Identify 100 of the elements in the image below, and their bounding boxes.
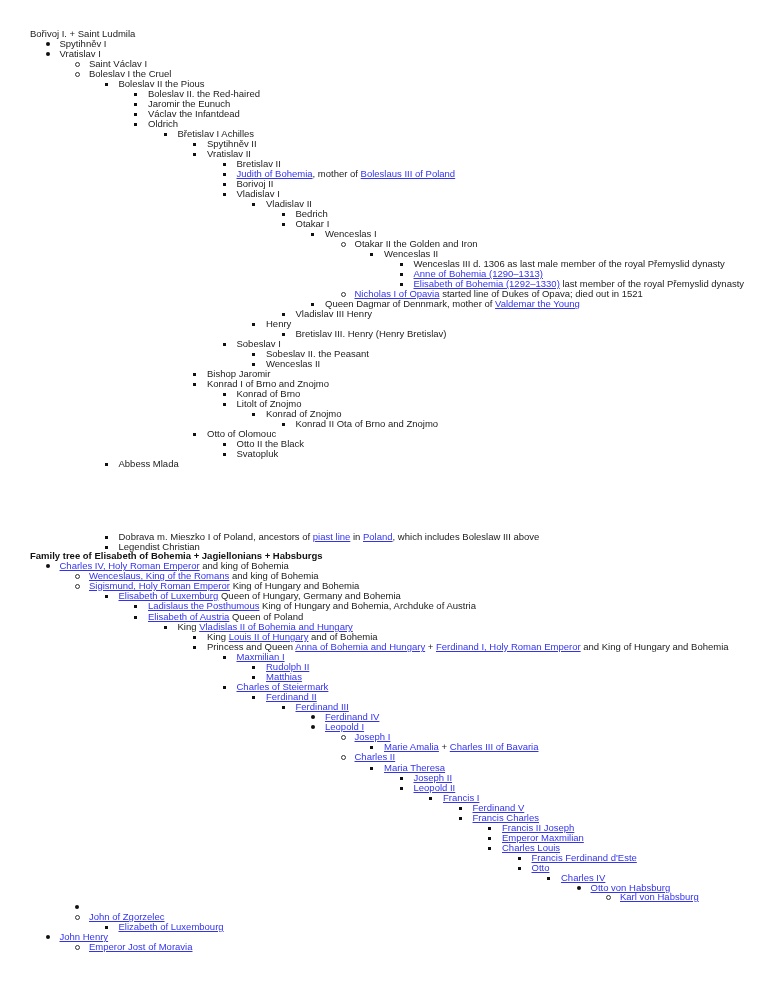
list-item-text: Bořivoj I. + Saint Ludmila	[30, 28, 136, 39]
list-item-text: Otakar II the Golden and Iron	[354, 238, 478, 249]
link: Matthias	[266, 671, 302, 682]
list-item-text: Princess and Queen Anna of Bohemia and Hungary + Ferdinand I, Holy Roman Emperor and King of Hungary and Bohemia	[207, 641, 729, 652]
link: Ladislaus the Posthumous	[148, 600, 260, 611]
link: Louis II of Hungary	[228, 631, 309, 642]
link: Joseph I	[354, 731, 391, 742]
list-item-text: Boleslav II the Pious	[118, 78, 205, 89]
list-item-text: Sobeslav II. the Peasant	[266, 348, 369, 359]
list-item-text: Vratislav I	[59, 48, 101, 59]
list-item-text: Vladislav II	[266, 198, 312, 209]
list-item-text: Jaromir the Eunuch	[148, 98, 231, 109]
link: Otto von Habsburg	[590, 882, 671, 893]
list-item-text: Legendist Christian	[118, 541, 200, 552]
link: piast line	[312, 531, 351, 542]
link: Elisabeth of Luxemburg	[118, 590, 219, 601]
link: Charles Louis	[502, 842, 561, 853]
link: Poland	[363, 531, 393, 542]
link: Joseph II	[413, 772, 453, 783]
link: Valdemar the Young	[495, 298, 580, 309]
link: Ferdinand V	[472, 802, 525, 813]
link: Anne of Bohemia (1290–1313)	[413, 268, 543, 279]
link: Rudolph II	[266, 661, 310, 672]
link: Francis I	[443, 792, 480, 803]
list-item-text: Ladislaus the Posthumous King of Hungary and Bohemia, Archduke of Austria	[148, 600, 476, 611]
list-item-text: Nicholas I of Opavia started line of Dukes of Opava; died out in 1521	[354, 288, 643, 299]
list-item-text: Vladislav III Henry	[295, 308, 373, 319]
list-item-text: Elisabeth of Bohemia (1292–1330) last member of the royal Přemyslid dynasty	[413, 278, 745, 289]
link: Charles of Steiermark	[236, 681, 329, 692]
list-item-text: Henry	[266, 318, 292, 329]
list-item-text: Judith of Bohemia, mother of Boleslaus III of Poland	[236, 168, 456, 179]
link: Boleslaus III of Poland	[360, 168, 456, 179]
link: Vladislas II of Bohemia and Hungary	[199, 621, 353, 632]
list-item-text: King Vladislas II of Bohemia and Hungary	[177, 621, 353, 632]
list-item-text: Břetislav I Achilles	[177, 128, 255, 139]
list-item-text: Vladislav I	[236, 188, 280, 199]
link: Otto	[531, 862, 550, 873]
list-item-text: Wenceslas II	[384, 248, 439, 259]
link: John Henry	[59, 931, 109, 942]
list-item-text: Dobrava m. Mieszko I of Poland, ancestors of piast line in Poland, which includes Boleslaw III above	[118, 531, 540, 542]
link: Nicholas I of Opavia	[354, 288, 440, 299]
link: Francis Charles	[472, 812, 540, 823]
link: Charles III of Bavaria	[449, 741, 539, 752]
link: Ferdinand I, Holy Roman Emperor	[436, 641, 581, 652]
list-item-text: Vratislav II	[207, 148, 251, 159]
list-item-text: Boleslav I the Cruel	[89, 68, 172, 79]
list-item-text: Queen Dagmar of Dennmark, mother of Valdemar the Young	[325, 298, 580, 309]
list-item-text: Konrad of Brno	[236, 388, 301, 399]
link: Maxmilian I	[236, 651, 285, 662]
list-item-text: Bretislav III. Henry (Henry Bretislav)	[295, 328, 447, 339]
list-item-text: Spytihněv II	[207, 138, 257, 149]
list-item-text: Otto of Olomouc	[207, 428, 277, 439]
link: John of Zgorzelec	[89, 911, 165, 922]
link: Judith of Bohemia	[236, 168, 313, 179]
list-item-text: Konrad of Znojmo	[266, 408, 342, 419]
list-item-text: Spytihněv I	[59, 38, 107, 49]
list-item-text: Wenceslaus, King of the Romans and king of Bohemia	[89, 570, 319, 581]
list-item-text: Otakar I	[295, 218, 330, 229]
list-item-text: Otto II the Black	[236, 438, 305, 449]
link: Emperor Maxmilian	[502, 832, 584, 843]
link: Ferdinand IV	[325, 711, 380, 722]
link: Elisabeth of Bohemia (1292–1330)	[413, 278, 560, 289]
list-item-text: Oldrich	[148, 118, 179, 129]
list-item-text: Konrad II Ota of Brno and Znojmo	[295, 418, 439, 429]
link: Francis II Joseph	[502, 822, 575, 833]
link: Ferdinand II	[266, 691, 317, 702]
list-item-text: Saint Václav I	[89, 58, 148, 69]
link: Sigismund, Holy Roman Emperor	[89, 580, 230, 591]
list-item-text: King Louis II of Hungary and of Bohemia	[207, 631, 378, 642]
list-item-text: Marie Amalia + Charles III of Bavaria	[384, 741, 539, 752]
link: Wenceslaus, King of the Romans	[89, 570, 230, 581]
link: Charles II	[354, 751, 396, 762]
list-item-text: Elisabeth of Luxemburg Queen of Hungary, Germany and Bohemia	[118, 590, 401, 601]
list-item-text: Václav the Infantdead	[148, 108, 240, 119]
list-item-text: Wenceslas II	[266, 358, 321, 369]
link: Elisabeth of Austria	[148, 611, 230, 622]
link: Marie Amalia	[384, 741, 439, 752]
list-item-text: Abbess Mlada	[118, 458, 179, 469]
link: Francis Ferdinand d'Este	[531, 852, 637, 863]
list-item-text: Litolt of Znojmo	[236, 398, 302, 409]
list-item-text: Elisabeth of Austria Queen of Poland	[148, 611, 304, 622]
link: Maria Theresa	[384, 762, 446, 773]
list-item-text: Sigismund, Holy Roman Emperor King of Hungary and Bohemia	[89, 580, 360, 591]
list-item-text: Wenceslas III d. 1306 as last male member of the royal Přemyslid dynasty	[413, 258, 725, 269]
list-item-text: Bedrich	[295, 208, 328, 219]
link: Ferdinand III	[295, 701, 349, 712]
link: Charles IV	[561, 872, 606, 883]
list-item-text: Charles IV, Holy Roman Emperor and king of Bohemia	[59, 560, 289, 571]
list-item-text: Konrad I of Brno and Znojmo	[207, 378, 329, 389]
link: Leopold II	[413, 782, 456, 793]
list-item-text: Borivoj II	[236, 178, 274, 189]
link: Leopold I	[325, 721, 365, 732]
link: Anna of Bohemia and Hungary	[295, 641, 426, 652]
link: Charles IV, Holy Roman Emperor	[59, 560, 200, 571]
list-item-text: Svatopluk	[236, 448, 279, 459]
list-item-text: Bretislav II	[236, 158, 281, 169]
list-item-text: Boleslav II. the Red-haired	[148, 88, 260, 99]
list-item-text: Bishop Jaromir	[207, 368, 271, 379]
link: Elizabeth of Luxembourg	[118, 921, 224, 932]
list-item-text: Wenceslas I	[325, 228, 377, 239]
